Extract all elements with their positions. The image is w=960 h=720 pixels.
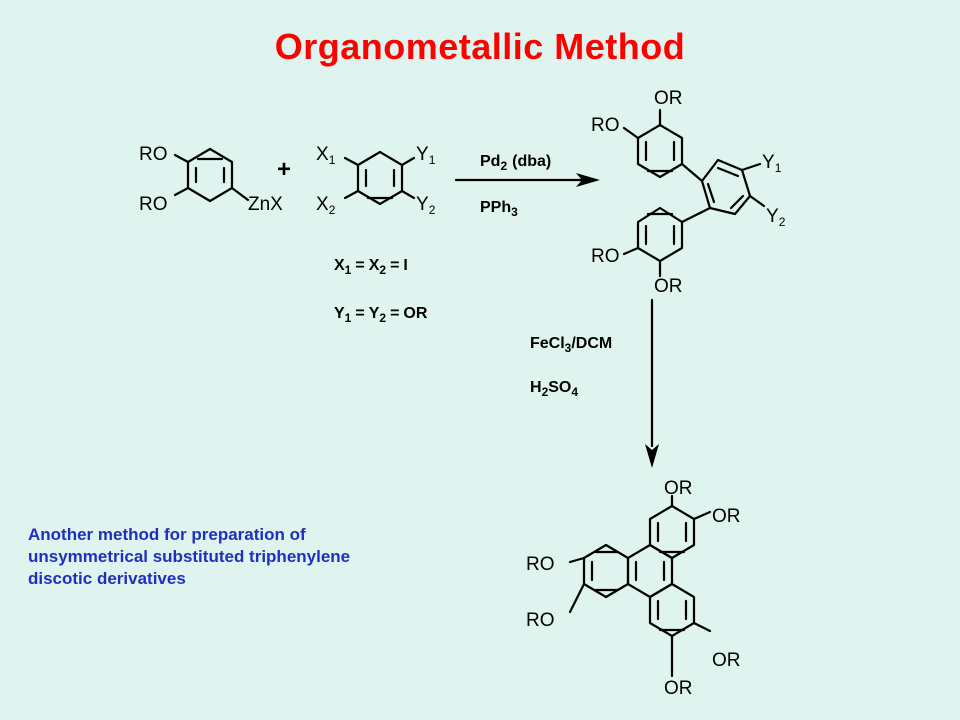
condition-x: X1=X2=I [334, 257, 408, 277]
product-lower-ring [636, 206, 684, 263]
bonds [173, 108, 766, 678]
triphenylene-or-3: OR [712, 650, 741, 671]
reactant2-y2: Y2 [416, 194, 436, 217]
product-y1: Y1 [762, 152, 782, 175]
triphenylene-ro-1: RO [526, 554, 555, 575]
triphenylene-top-ring [648, 504, 696, 560]
note-line-3: discotic derivatives [28, 569, 186, 588]
reactant1-ring [186, 147, 234, 203]
product-upper-ring [636, 123, 684, 179]
product-y2: Y2 [766, 206, 786, 229]
reactant1-znx: ZnX [248, 194, 283, 215]
reactant2-x2: X2 [316, 194, 336, 217]
product-ro-upper: RO [591, 115, 620, 136]
reactant2-ring [356, 150, 404, 206]
reagent-pph3: PPh3 [480, 199, 518, 219]
reagent-h2so4: H2SO4 [530, 379, 578, 399]
condition-y: Y1=Y2=OR [334, 305, 428, 325]
arrowhead-right [576, 173, 600, 187]
page-title: Organometallic Method [274, 26, 686, 67]
triphenylene-bottom-ring [648, 582, 696, 638]
reactant2-y1: Y1 [416, 144, 436, 167]
triphenylene-or-4: OR [664, 678, 693, 699]
reagent-pd2dba: Pd2(dba) [480, 153, 551, 173]
triphenylene-or-1: OR [664, 478, 693, 499]
reactant2-x1: X1 [316, 144, 336, 167]
reactant1-ro-bottom: RO [139, 194, 168, 215]
arrowhead-down [645, 444, 659, 468]
note-line-1: Another method for preparation of [28, 525, 306, 544]
triphenylene-ro-2: RO [526, 610, 555, 631]
product-or-top: OR [654, 88, 683, 109]
reactant1-ro-top: RO [139, 144, 168, 165]
triphenylene-or-2: OR [712, 506, 741, 527]
description-note: Another method for preparation of unsymm… [28, 524, 458, 590]
product-ro-lower: RO [591, 246, 620, 267]
note-line-2: unsymmetrical substituted triphenylene [28, 547, 351, 566]
product-or-bottom: OR [654, 276, 683, 297]
reagent-fecl3-dcm: FeCl3/DCM [530, 335, 612, 355]
plus-sign: + [277, 156, 291, 183]
